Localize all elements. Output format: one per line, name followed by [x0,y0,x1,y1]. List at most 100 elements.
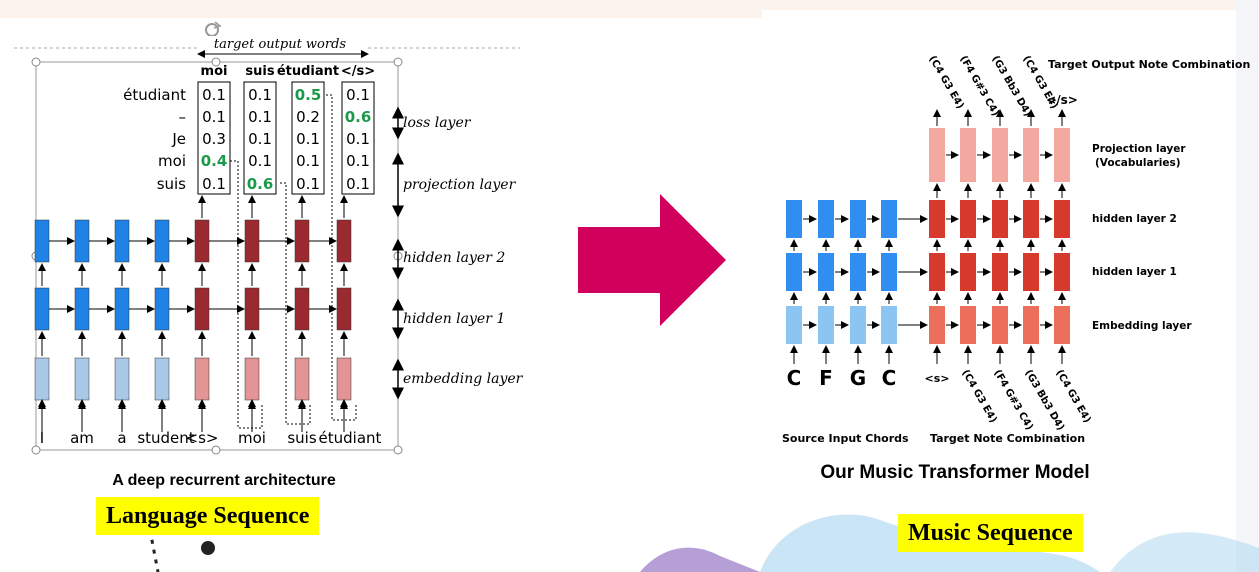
input-word: suis [287,429,316,447]
prob-value: 0.6 [345,108,372,126]
encoder-cell [850,253,866,291]
prob-value: 0.1 [346,86,370,104]
decoder-cell [960,306,976,344]
resize-handle[interactable] [393,57,403,67]
encoder-cell [786,200,802,238]
rnn-cell [114,287,130,331]
target-label: Target Note Combination [930,432,1085,445]
input-word: am [70,429,94,447]
prob-value: 0.1 [296,152,320,170]
prob-value: 0.1 [248,152,272,170]
encoder-cell [786,253,802,291]
encoder-cell [881,200,897,238]
input-word: moi [238,429,266,447]
prob-column-box [291,81,325,195]
resize-handle[interactable] [211,57,221,67]
projection-cell [992,128,1008,182]
projection-cell [1023,128,1039,182]
rnn-cell [294,219,310,263]
rnn-cell [34,357,50,401]
input-word: I [40,429,44,447]
output-header: Target Output Note Combination [1048,58,1250,71]
projection-cell [960,128,976,182]
decoder-cell [1023,306,1039,344]
resize-handle[interactable] [31,445,41,455]
rnn-cell [114,219,130,263]
decoder-cell [992,253,1008,291]
prob-column-box [197,81,231,195]
prob-value: 0.6 [247,175,274,193]
rnn-cell [194,219,210,263]
prob-value: 0.1 [248,108,272,126]
music-layer-label: hidden layer 1 [1092,266,1177,278]
input-word: étudiant [319,429,382,447]
source-chord: C [882,366,897,390]
decoder-cell [992,306,1008,344]
rnn-cell [244,287,260,331]
source-chord: F [819,366,833,390]
prob-value: 0.1 [296,175,320,193]
rnn-cell [114,357,130,401]
prob-value: 0.1 [202,86,226,104]
encoder-cell [881,253,897,291]
encoder-cell [786,306,802,344]
rotate-handle-icon[interactable] [205,21,222,37]
resize-handle[interactable] [211,445,221,455]
prob-value: 0.5 [295,86,322,104]
rnn-cell [154,287,170,331]
rnn-cell [34,219,50,263]
resize-handle[interactable] [31,57,41,67]
output-note: </s> [1046,93,1078,107]
projection-cell [929,128,945,182]
encoder-cell [881,306,897,344]
prob-value: 0.1 [346,130,370,148]
rnn-cell [336,357,352,401]
encoder-cell [850,306,866,344]
encoder-cell [850,200,866,238]
projection-cell [1054,128,1070,182]
rnn-cell [194,357,210,401]
decoder-cell [1023,253,1039,291]
prob-value: 0.1 [296,130,320,148]
vocab-label: – [179,108,187,126]
rnn-cell [194,287,210,331]
input-word: a [117,429,126,447]
decoder-cell [1023,200,1039,238]
rnn-cell [244,357,260,401]
layer-label: projection layer [403,177,517,193]
prob-value: 0.1 [202,175,226,193]
target-word: </s> [341,64,375,79]
prob-value: 0.1 [202,108,226,126]
decoder-cell [929,306,945,344]
rnn-cell [34,287,50,331]
rnn-cell [294,287,310,331]
rnn-cell [336,287,352,331]
left-caption: A deep recurrent architecture [112,472,336,489]
vocab-label: moi [158,152,186,170]
prob-value: 0.1 [346,175,370,193]
decoder-cell [960,253,976,291]
rnn-cell [244,219,260,263]
vocab-label: suis [157,175,186,193]
music-layer-label: hidden layer 2 [1092,213,1177,225]
vocab-label: étudiant [123,86,186,104]
target-word: moi [201,64,228,79]
encoder-cell [818,306,834,344]
target-output-label: target output words [214,37,347,52]
target-input-token: <s> [925,372,950,385]
rnn-cell [74,219,90,263]
rnn-cell [294,357,310,401]
decoder-cell [929,253,945,291]
right-caption: Our Music Transformer Model [820,462,1089,483]
decoder-cell [929,200,945,238]
decoder-cell [992,200,1008,238]
input-word: student [137,429,194,447]
resize-handle[interactable] [393,445,403,455]
target-word: étudiant [277,64,339,79]
rnn-cell [74,287,90,331]
music-diagram: Target Output Note Combination (C4 G3 E4… [762,10,1250,498]
source-chord: C [787,366,802,390]
